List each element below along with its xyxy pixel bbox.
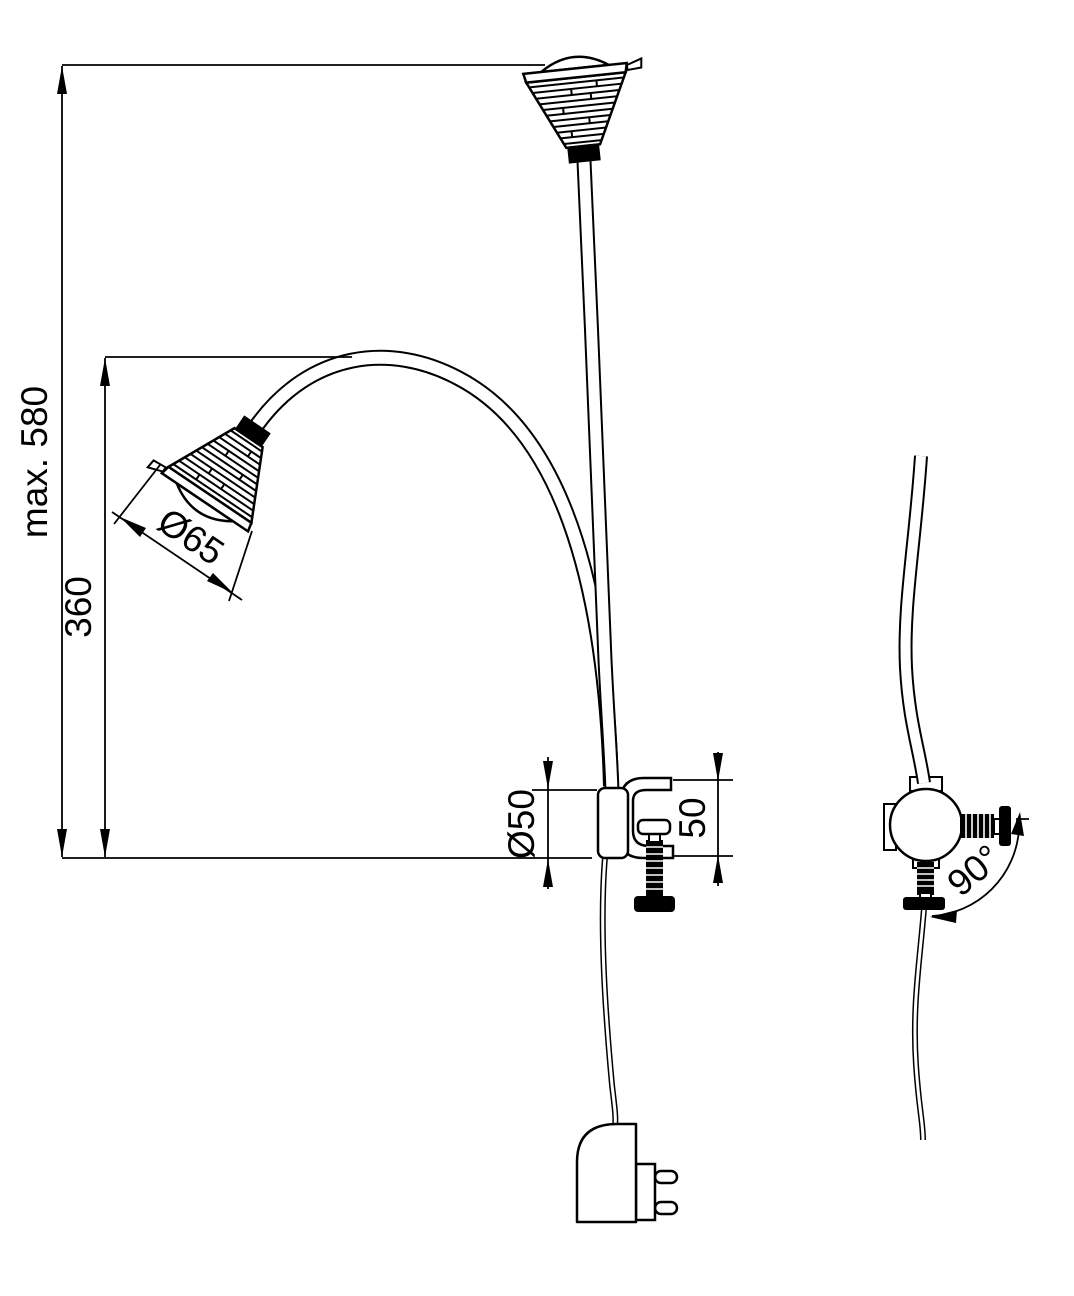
side-screw-horizontal: [960, 814, 994, 838]
dimension-post-diameter: [532, 757, 597, 889]
post-holder-sleeve: [596, 786, 630, 860]
side-knob-vertical: [903, 897, 945, 910]
plug-pin-top: [653, 1169, 679, 1185]
plug-pin-plate: [634, 1162, 657, 1222]
label-post-diameter: Ø50: [501, 789, 542, 859]
label-clamp-capacity: 50: [672, 797, 713, 838]
power-plug: [575, 1122, 679, 1224]
power-cable: [599, 856, 619, 1127]
lamp-head-upright: [520, 48, 653, 169]
clamp-hub: [888, 787, 964, 863]
dimension-shade-diameter: [111, 464, 253, 602]
clamp-screw-knob: [634, 896, 675, 912]
side-screw-vertical: [917, 862, 934, 895]
table-clamp: [596, 776, 675, 912]
plug-pin-bottom: [653, 1200, 679, 1216]
plug-body: [575, 1122, 638, 1224]
dimension-arc-height: [100, 356, 352, 857]
label-arc-height: 360: [58, 576, 99, 638]
side-view-clamp-rotation: [883, 455, 1029, 1141]
dimension-max-height: [57, 64, 545, 857]
side-knob-horizontal: [999, 806, 1011, 846]
gooseneck-arm-bent: [250, 349, 619, 787]
arc-arrow-up: [1011, 812, 1024, 836]
label-max-height: max. 580: [14, 386, 55, 538]
dimension-clamp-capacity: [673, 752, 733, 886]
rotation-arc-90: [930, 812, 1029, 923]
clamp-pressure-pad: [636, 818, 672, 836]
arc-arrow-left: [930, 910, 957, 923]
gooseneck-arm-upright: [576, 160, 620, 793]
